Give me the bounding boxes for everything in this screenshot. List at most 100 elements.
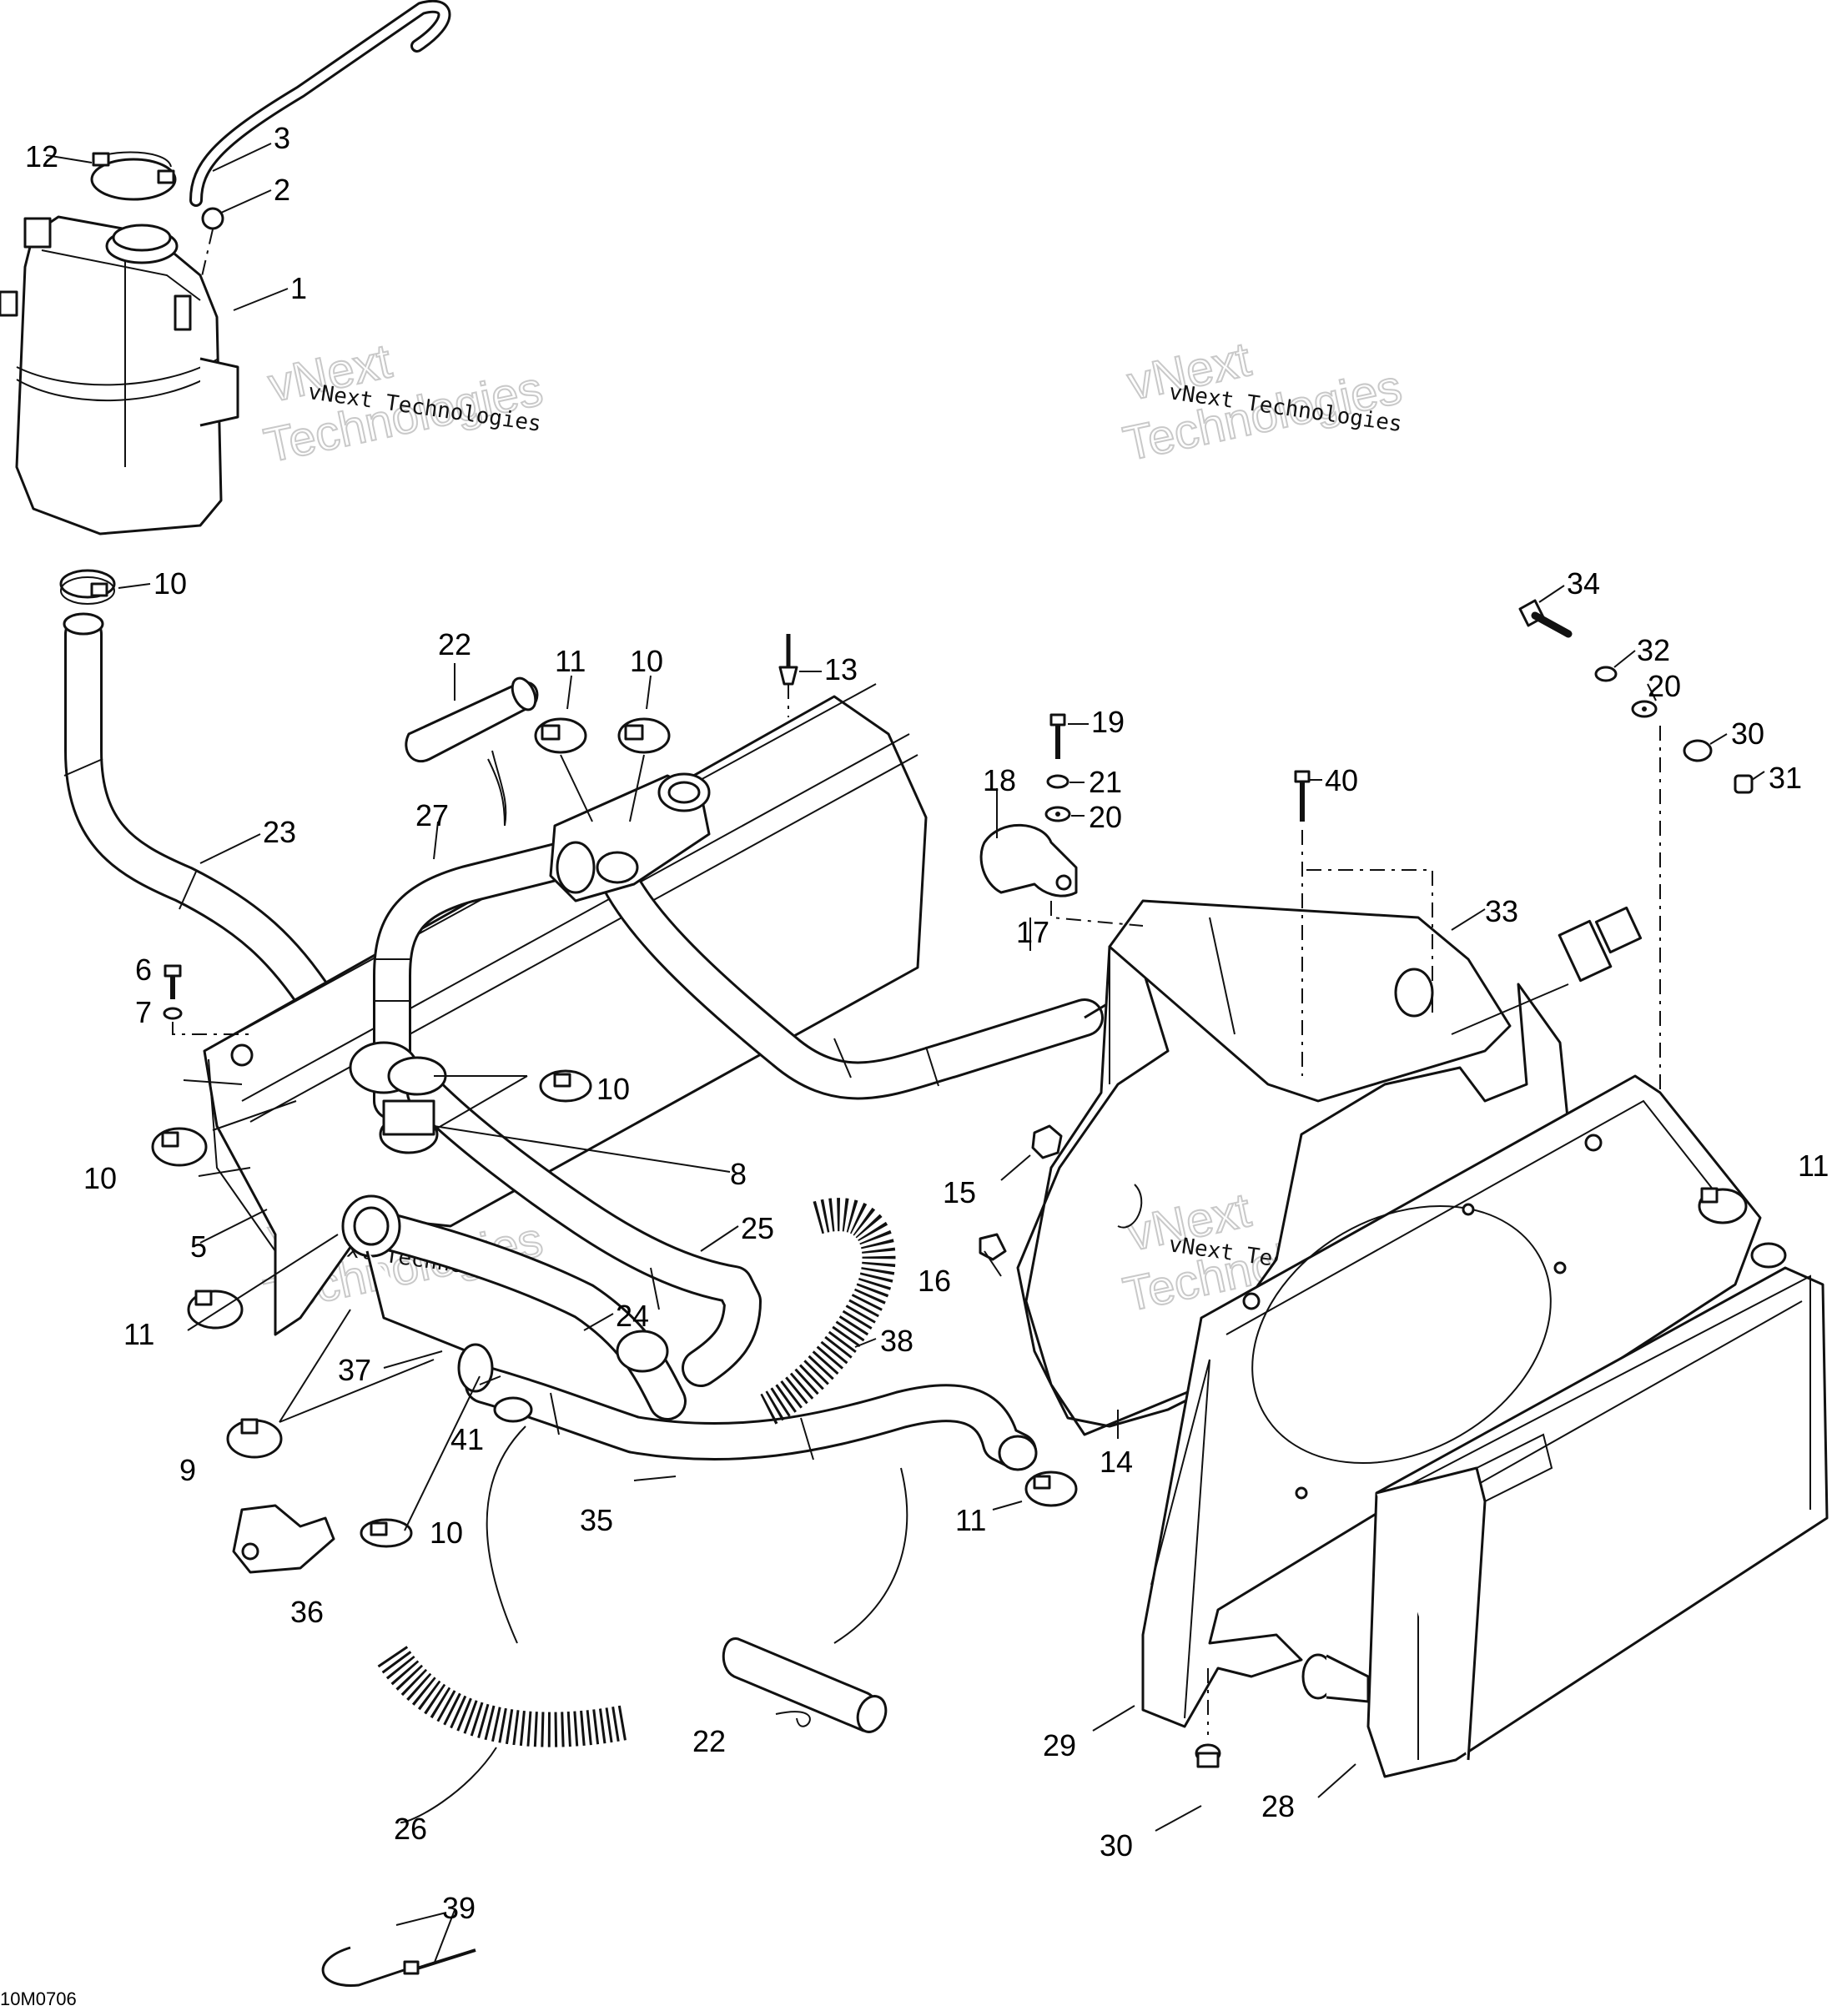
grommet-30-icon bbox=[1195, 1668, 1221, 1768]
hose-35-icon bbox=[465, 1365, 1038, 1471]
coolant-tee-icon bbox=[349, 1041, 447, 1154]
callout-1: 1 bbox=[290, 271, 307, 305]
nut-15-icon bbox=[1031, 1124, 1063, 1159]
watermark-left: vNext Technologies bbox=[259, 333, 548, 474]
callout-21: 21 bbox=[1089, 765, 1122, 799]
watermark-right: vNext Technologies bbox=[1118, 331, 1407, 472]
callout-27: 27 bbox=[415, 798, 449, 832]
callout-14: 14 bbox=[1100, 1445, 1133, 1479]
hose-clamp-icon bbox=[226, 1418, 283, 1459]
thermostat-housing-icon bbox=[549, 772, 711, 902]
callout-24: 24 bbox=[616, 1299, 649, 1333]
callout-10: 10 bbox=[596, 1072, 630, 1106]
callout-32: 32 bbox=[1637, 633, 1670, 667]
hose-clamp-icon bbox=[360, 1518, 413, 1548]
hose-24-icon bbox=[348, 1207, 687, 1420]
callout-2: 2 bbox=[274, 173, 290, 207]
callout-13: 13 bbox=[824, 652, 858, 686]
callout-16: 16 bbox=[918, 1264, 951, 1298]
hose-25-icon bbox=[406, 1073, 762, 1387]
hose-22-icon bbox=[722, 1637, 888, 1733]
cable-tie-39-icon bbox=[321, 1946, 476, 1987]
callout-9: 9 bbox=[179, 1453, 196, 1487]
washer-20-icon bbox=[1631, 700, 1658, 718]
hose-clamp-icon bbox=[1024, 1471, 1078, 1507]
callout-11: 11 bbox=[123, 1317, 154, 1351]
hose-clamp-icon bbox=[539, 1069, 592, 1103]
callout-12: 12 bbox=[25, 139, 58, 173]
callout-34: 34 bbox=[1567, 566, 1600, 601]
hose-clamp-icon bbox=[617, 717, 671, 754]
callout-22: 22 bbox=[692, 1724, 726, 1758]
callout-40: 40 bbox=[1325, 763, 1358, 797]
fan-connector-icon bbox=[1451, 906, 1643, 1035]
callout-17: 17 bbox=[1016, 915, 1049, 949]
diagram-code: 10M0706 bbox=[0, 1988, 77, 2009]
callout-23: 23 bbox=[263, 815, 296, 849]
callout-37: 37 bbox=[338, 1353, 371, 1387]
callout-10: 10 bbox=[430, 1516, 463, 1550]
callout-6: 6 bbox=[135, 953, 152, 987]
clip-16-icon bbox=[979, 1233, 1007, 1261]
callout-labels: 12 3 2 1 10 22 11 10 13 19 18 21 20 40 3… bbox=[25, 121, 1829, 1925]
bolt-6-icon bbox=[164, 964, 182, 999]
callout-41: 41 bbox=[450, 1422, 484, 1456]
pipe-clamp-36-icon bbox=[232, 1504, 335, 1574]
callout-28: 28 bbox=[1261, 1789, 1295, 1823]
callout-7: 7 bbox=[135, 995, 152, 1029]
callout-35: 35 bbox=[580, 1503, 613, 1537]
spacer-31-icon bbox=[1734, 774, 1754, 794]
callout-36: 36 bbox=[290, 1595, 324, 1629]
radiator-icon bbox=[1301, 1242, 1829, 1778]
callout-26: 26 bbox=[394, 1812, 427, 1846]
water-pump-icon bbox=[341, 1194, 533, 1423]
callout-25: 25 bbox=[741, 1211, 774, 1245]
corrugated-hose-38-icon bbox=[759, 1198, 896, 1425]
vent-hose-icon bbox=[189, 0, 451, 207]
grommet-30-icon bbox=[1683, 739, 1713, 762]
callout-30: 30 bbox=[1731, 716, 1764, 751]
callout-11: 11 bbox=[955, 1503, 986, 1537]
washer-32-icon bbox=[1594, 666, 1618, 682]
corrugated-hose-26-icon bbox=[377, 1645, 629, 1747]
callout-29: 29 bbox=[1043, 1728, 1076, 1762]
callout-30: 30 bbox=[1100, 1828, 1133, 1863]
callout-11: 11 bbox=[1798, 1149, 1829, 1183]
callout-19: 19 bbox=[1091, 705, 1125, 739]
air-duct-icon bbox=[1108, 899, 1512, 1103]
callout-10: 10 bbox=[153, 566, 187, 601]
callout-10: 10 bbox=[630, 644, 663, 678]
callout-3: 3 bbox=[274, 121, 290, 155]
hose-clamp-icon bbox=[534, 717, 587, 754]
small-clamp-icon bbox=[199, 207, 224, 284]
callout-22: 22 bbox=[438, 627, 471, 661]
leader-lines bbox=[45, 143, 1765, 1965]
washer-7-icon bbox=[163, 1007, 183, 1020]
hose-22-icon bbox=[405, 676, 539, 827]
fan-shroud-icon bbox=[1016, 941, 1570, 1436]
callout-10: 10 bbox=[83, 1161, 117, 1195]
hose-clamp-icon bbox=[59, 569, 116, 605]
coolant-reservoir-icon bbox=[0, 215, 239, 535]
engine-panel-icon bbox=[203, 683, 928, 1336]
hose-27-icon bbox=[373, 840, 586, 1120]
hose-23-icon bbox=[63, 612, 403, 1078]
callout-8: 8 bbox=[730, 1157, 747, 1191]
callout-15: 15 bbox=[943, 1175, 976, 1209]
callout-20: 20 bbox=[1648, 669, 1681, 703]
callout-18: 18 bbox=[983, 763, 1016, 797]
callout-38: 38 bbox=[880, 1324, 913, 1358]
bolt-34-icon bbox=[1518, 599, 1573, 638]
pressure-cap-icon bbox=[90, 151, 177, 201]
radiator-frame-icon bbox=[1141, 1074, 1762, 1728]
hose-clamp-icon bbox=[1698, 1187, 1748, 1224]
bolt-40-icon bbox=[1294, 770, 1433, 1076]
callout-31: 31 bbox=[1769, 761, 1802, 795]
callout-33: 33 bbox=[1485, 894, 1518, 928]
callout-5: 5 bbox=[190, 1229, 207, 1264]
bracket-18-icon bbox=[979, 823, 1078, 897]
rivet-13-icon bbox=[778, 634, 798, 717]
hose-clamp-icon bbox=[151, 1127, 208, 1167]
